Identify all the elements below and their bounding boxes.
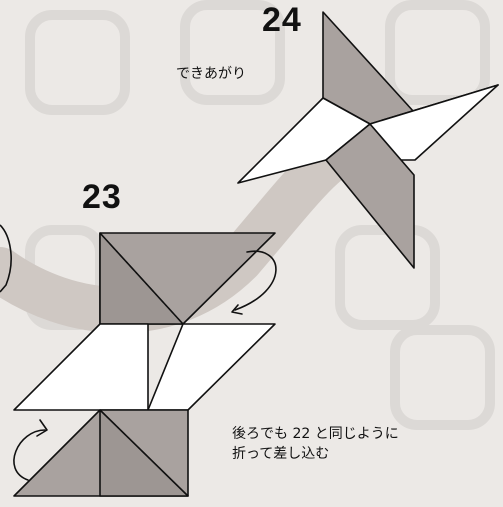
step-23-instruction-line-2: 折って差し込む (232, 446, 330, 462)
fold-arrows (13, 250, 277, 481)
step-24-caption: できあがり (176, 66, 246, 82)
upper-fold-line (99, 232, 184, 325)
right-white-blade (147, 323, 276, 411)
left-edge-arrow-fragment (0, 224, 12, 293)
lower-fold-line (99, 409, 189, 497)
finished-shuriken-model (237, 11, 499, 269)
left-white-blade (13, 323, 149, 411)
fold-lines (99, 232, 189, 497)
shuriken-bottom-blade (325, 123, 415, 269)
upper-fold-arrow-icon (234, 250, 277, 311)
step-23-instruction-line-1: 後ろでも 22 と同じように (232, 426, 399, 442)
background-pattern (25, 0, 495, 430)
step-24-number: 24 (262, 1, 302, 39)
step-23-number: 23 (82, 178, 122, 216)
lower-fold-arrow-icon (13, 429, 46, 481)
